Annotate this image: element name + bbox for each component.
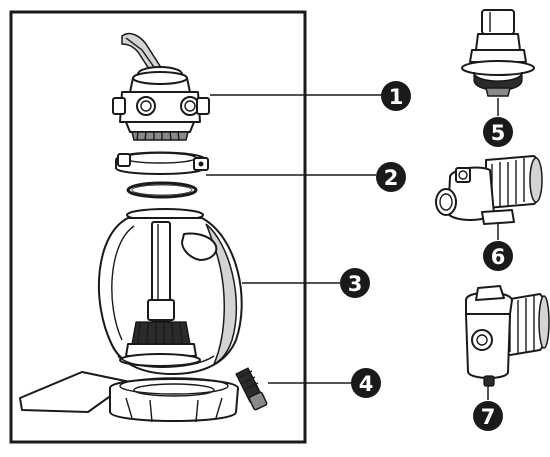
callout-label-7: 7	[481, 405, 496, 429]
hose-adapter	[461, 9, 535, 97]
callout-badge-5: 5	[483, 117, 513, 147]
callout-label-6: 6	[491, 245, 506, 269]
callout-label-5: 5	[491, 121, 506, 145]
callout-label-2: 2	[384, 166, 399, 190]
filter-tank	[97, 208, 243, 375]
callout-badge-1: 1	[381, 81, 411, 111]
callout-badge-4: 4	[351, 368, 381, 398]
multiport-valve	[112, 32, 210, 141]
tank-clamp-and-o-ring	[115, 151, 209, 199]
tank-base	[19, 371, 239, 423]
callout-badge-7: 7	[473, 401, 503, 431]
callout-label-4: 4	[359, 372, 374, 396]
callout-label-3: 3	[348, 272, 363, 296]
strainer-pump	[465, 285, 550, 387]
drain-plug	[235, 367, 268, 411]
assembly-frame	[9, 10, 307, 444]
callout-label-1: 1	[389, 85, 404, 109]
callout-badge-6: 6	[483, 241, 513, 271]
callout-badge-2: 2	[376, 162, 406, 192]
callout-badge-3: 3	[340, 268, 370, 298]
pool-pump	[435, 155, 543, 225]
